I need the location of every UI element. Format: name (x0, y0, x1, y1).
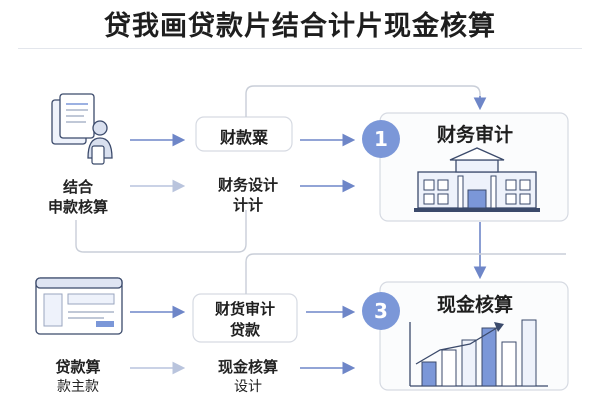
row2-mid-text-2: 设计 (234, 379, 262, 395)
document-person-icon (51, 93, 113, 165)
panel-cash-title: 现金核算 (436, 294, 513, 316)
browser-window-icon (35, 277, 123, 335)
row1-mid-text-2: 计计 (232, 196, 263, 214)
mid-box-row1 (195, 116, 293, 152)
row2-left-label-2: 款主款 (57, 379, 99, 395)
mid-box-row2 (192, 293, 298, 343)
row1-left-label-2: 申款核算 (47, 198, 108, 216)
row1-left-label-1: 结合 (62, 178, 93, 196)
row2-mid-text-1: 现金核算 (217, 358, 278, 376)
row1-mid-text-1: 财务设计 (217, 176, 278, 194)
row2-mid-box-label-1: 财货审计 (214, 300, 275, 318)
panel-audit-title: 财务审计 (436, 124, 513, 146)
step-badge-1: 1 (362, 120, 400, 158)
bank-building-icon (414, 147, 540, 212)
bar-chart-icon (409, 319, 548, 387)
row2-left-label-1: 贷款算 (55, 358, 101, 376)
row1-mid-box-label: 财款粟 (219, 128, 268, 147)
connector-top (245, 85, 481, 117)
row2-mid-box-label-2: 贷款 (229, 321, 260, 339)
connector-mid-left (75, 210, 247, 253)
step-badge-3: 3 (362, 292, 400, 330)
page-title: 贷我画贷款片结合计片现金核算 (104, 11, 496, 42)
title-divider (18, 48, 582, 49)
connector-lower (245, 253, 566, 294)
